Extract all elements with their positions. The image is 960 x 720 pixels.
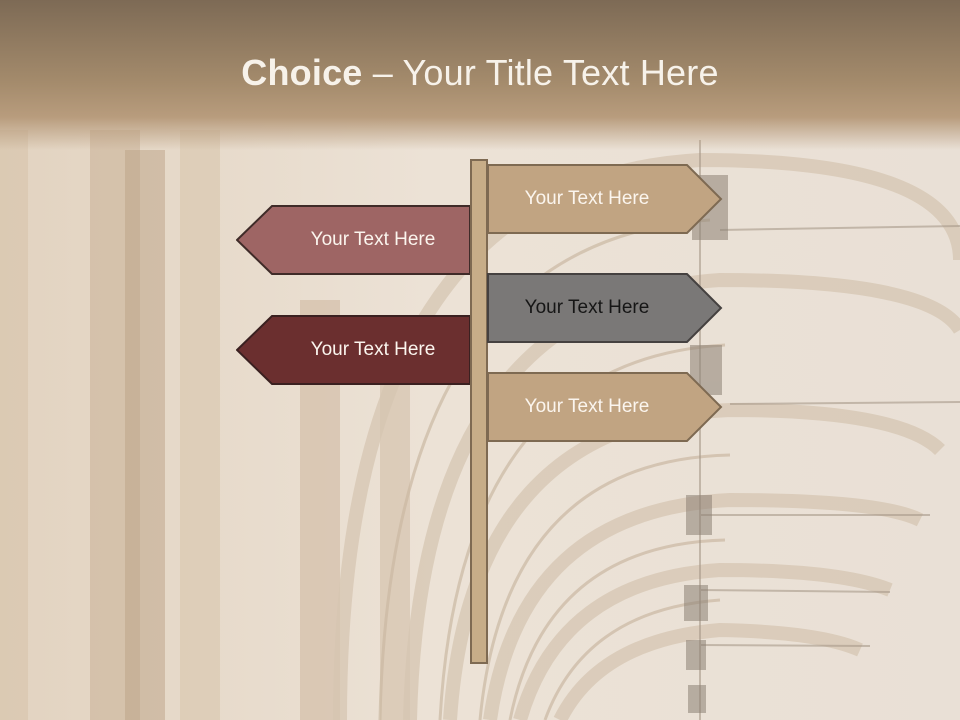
sign-right-2[interactable]: Your Text Here bbox=[487, 273, 723, 343]
sign-left-2-label: Your Text Here bbox=[310, 339, 436, 360]
arrow-right-shape bbox=[487, 372, 723, 442]
signpost-pole bbox=[470, 159, 488, 664]
sign-right-3-label: Your Text Here bbox=[524, 396, 650, 417]
sign-right-3[interactable]: Your Text Here bbox=[487, 372, 723, 442]
arrow-right-shape bbox=[487, 273, 723, 343]
sign-right-3-shape bbox=[487, 372, 723, 442]
sign-right-1-label: Your Text Here bbox=[524, 188, 650, 209]
sign-right-1[interactable]: Your Text Here bbox=[487, 164, 723, 234]
title-band bbox=[0, 0, 960, 150]
sign-left-1-label: Your Text Here bbox=[310, 229, 436, 250]
sign-right-2-label: Your Text Here bbox=[524, 297, 650, 318]
title-rest: – Your Title Text Here bbox=[362, 52, 719, 93]
sign-left-2[interactable]: Your Text Here bbox=[236, 315, 472, 385]
sign-right-1-shape bbox=[487, 164, 723, 234]
title-bold: Choice bbox=[241, 52, 363, 93]
arrow-right-shape bbox=[487, 164, 723, 234]
sign-right-2-shape bbox=[487, 273, 723, 343]
sign-left-1[interactable]: Your Text Here bbox=[236, 205, 472, 275]
slide-title: Choice – Your Title Text Here bbox=[0, 52, 960, 94]
